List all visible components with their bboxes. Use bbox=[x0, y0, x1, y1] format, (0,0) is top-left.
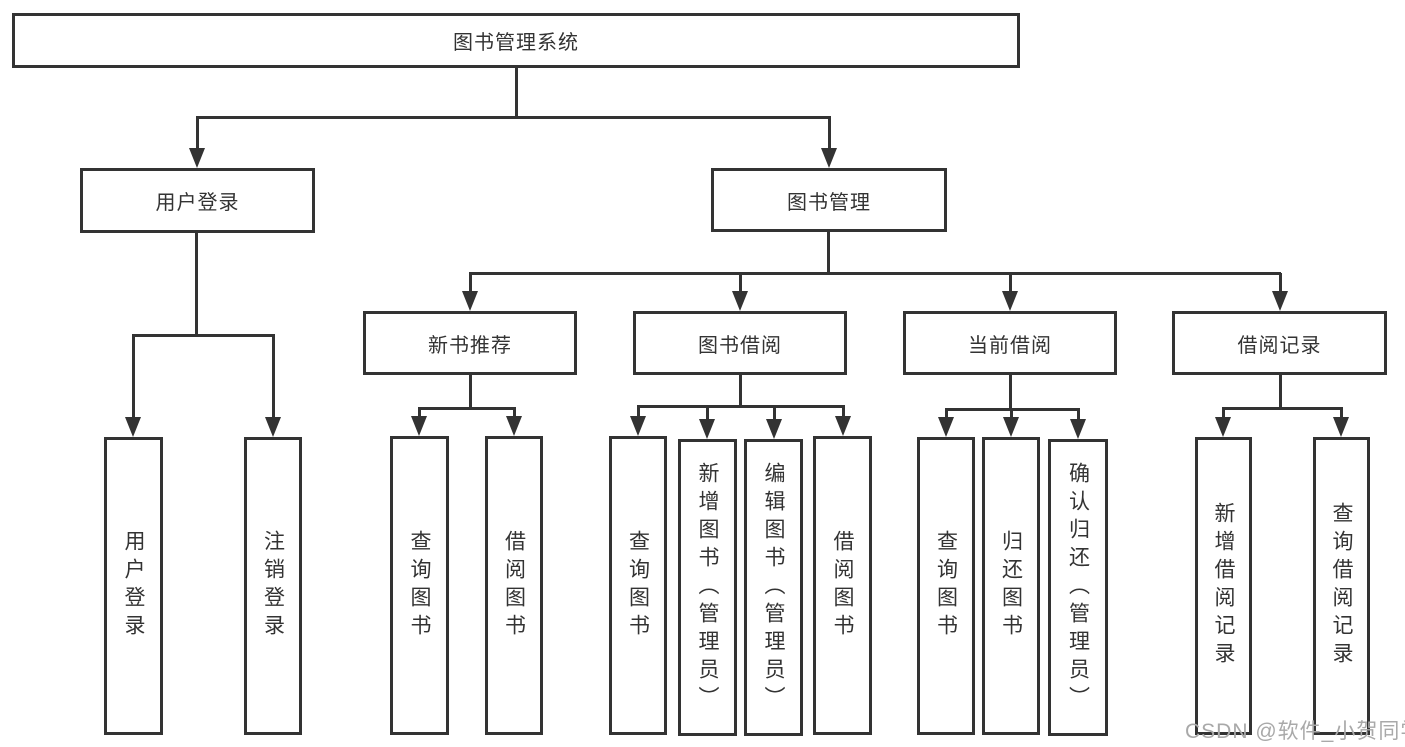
node-label: 图书借阅 bbox=[698, 334, 782, 357]
arrowhead-down-icon bbox=[766, 419, 782, 439]
node-label: 用户登录 bbox=[122, 530, 145, 642]
connector-line bbox=[945, 409, 948, 419]
connector-line bbox=[1279, 375, 1282, 409]
arrowhead-down-icon bbox=[189, 148, 205, 168]
node-label: 查询图书 bbox=[408, 529, 431, 642]
leaf-query-books-3: 查询图书 bbox=[917, 437, 975, 735]
connector-line bbox=[739, 273, 742, 293]
node-label: 查询图书 bbox=[626, 529, 650, 642]
node-current-borrowing: 当前借阅 bbox=[903, 311, 1117, 375]
node-label: 借阅图书 bbox=[831, 529, 854, 642]
leaf-borrow-books-1: 借阅图书 bbox=[485, 436, 543, 735]
node-borrowing-records: 借阅记录 bbox=[1172, 311, 1387, 375]
connector-line bbox=[945, 408, 1080, 411]
node-label: 图书管理系统 bbox=[453, 32, 579, 54]
arrowhead-down-icon bbox=[1333, 417, 1349, 437]
leaf-add-books-admin: 新增图书（管理员） bbox=[678, 439, 737, 736]
connector-line bbox=[469, 273, 472, 293]
arrowhead-down-icon bbox=[1070, 419, 1086, 439]
leaf-add-borrow-record: 新增借阅记录 bbox=[1195, 437, 1252, 735]
connector-line bbox=[827, 232, 830, 274]
node-label: 图书管理 bbox=[787, 191, 871, 214]
node-label: 用户登录 bbox=[155, 192, 240, 214]
connector-line bbox=[418, 407, 516, 410]
connector-line bbox=[637, 405, 845, 408]
connector-line bbox=[196, 117, 199, 150]
node-label: 确认归还（管理员） bbox=[1066, 461, 1090, 714]
connector-line bbox=[513, 408, 516, 418]
arrowhead-down-icon bbox=[835, 416, 851, 436]
node-book-management: 图书管理 bbox=[711, 168, 947, 232]
leaf-return-books: 归还图书 bbox=[982, 437, 1040, 735]
leaf-edit-books-admin: 编辑图书（管理员） bbox=[744, 439, 803, 736]
node-label: 借阅记录 bbox=[1237, 334, 1322, 357]
connector-line bbox=[132, 335, 135, 419]
node-label: 编辑图书（管理员） bbox=[762, 461, 785, 714]
watermark: CSDN @软件_小贺同学 bbox=[1185, 720, 1405, 743]
node-label: 新书推荐 bbox=[428, 334, 512, 357]
arrowhead-down-icon bbox=[411, 416, 427, 436]
arrowhead-down-icon bbox=[1003, 417, 1019, 437]
arrowhead-down-icon bbox=[630, 416, 646, 436]
leaf-logout: 注销登录 bbox=[244, 437, 302, 735]
connector-line bbox=[418, 408, 421, 418]
arrowhead-down-icon bbox=[125, 417, 141, 437]
connector-line bbox=[637, 406, 640, 418]
connector-line bbox=[1010, 409, 1013, 419]
node-new-book-recommendation: 新书推荐 bbox=[363, 311, 577, 375]
node-label: 归还图书 bbox=[999, 530, 1023, 642]
connector-line bbox=[773, 406, 776, 421]
arrowhead-down-icon bbox=[821, 148, 837, 168]
node-label: 当前借阅 bbox=[968, 334, 1052, 357]
node-label: 查询借阅记录 bbox=[1330, 502, 1353, 670]
connector-line bbox=[132, 334, 275, 337]
node-book-borrowing: 图书借阅 bbox=[633, 311, 847, 375]
node-label: 新增借阅记录 bbox=[1212, 502, 1235, 670]
arrowhead-down-icon bbox=[1002, 291, 1018, 311]
leaf-query-borrow-record: 查询借阅记录 bbox=[1313, 437, 1370, 735]
arrowhead-down-icon bbox=[699, 419, 715, 439]
node-user-login: 用户登录 bbox=[80, 168, 315, 233]
connector-line bbox=[739, 375, 742, 407]
leaf-user-login: 用户登录 bbox=[104, 437, 163, 735]
leaf-query-books-2: 查询图书 bbox=[609, 436, 667, 735]
connector-line bbox=[515, 68, 518, 118]
connector-line bbox=[1009, 375, 1012, 410]
arrowhead-down-icon bbox=[1272, 291, 1288, 311]
arrowhead-down-icon bbox=[506, 416, 522, 436]
node-label: 新增图书（管理员） bbox=[696, 461, 719, 714]
connector-line bbox=[1077, 409, 1080, 421]
connector-line bbox=[1009, 273, 1012, 293]
node-label: 借阅图书 bbox=[502, 529, 526, 642]
arrowhead-down-icon bbox=[265, 417, 281, 437]
connector-line bbox=[272, 335, 275, 419]
arrowhead-down-icon bbox=[938, 417, 954, 437]
leaf-query-books-1: 查询图书 bbox=[390, 436, 449, 735]
connector-line bbox=[469, 375, 472, 409]
arrowhead-down-icon bbox=[1215, 417, 1231, 437]
node-label: 查询图书 bbox=[934, 530, 958, 642]
connector-line bbox=[195, 233, 198, 336]
connector-line bbox=[842, 406, 845, 418]
connector-line bbox=[828, 117, 831, 150]
leaf-borrow-books-2: 借阅图书 bbox=[813, 436, 872, 735]
connector-line bbox=[1222, 407, 1343, 410]
connector-line bbox=[196, 116, 831, 119]
connector-line bbox=[1279, 273, 1282, 293]
leaf-confirm-return-admin: 确认归还（管理员） bbox=[1048, 439, 1108, 736]
arrowhead-down-icon bbox=[462, 291, 478, 311]
connector-line bbox=[469, 272, 1281, 275]
connector-line bbox=[706, 406, 709, 421]
connector-line bbox=[1340, 408, 1343, 419]
arrowhead-down-icon bbox=[732, 291, 748, 311]
connector-line bbox=[1222, 408, 1225, 419]
node-label: 注销登录 bbox=[261, 530, 285, 642]
node-library-management-system: 图书管理系统 bbox=[12, 13, 1020, 68]
